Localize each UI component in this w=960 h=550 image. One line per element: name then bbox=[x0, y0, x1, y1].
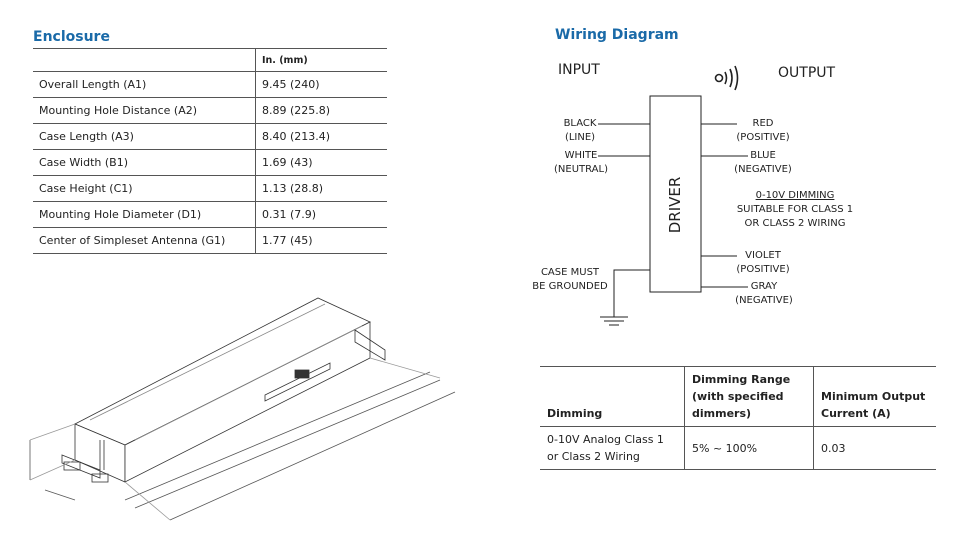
dimming-table: Dimming Dimming Range (with specified di… bbox=[540, 366, 936, 470]
enclosure-unit-header: In. (mm) bbox=[255, 48, 387, 72]
gray-sub-label: (NEGATIVE) bbox=[735, 295, 793, 306]
dimension-label: Mounting Hole Distance (A2) bbox=[33, 97, 256, 124]
dimension-value: 8.40 (213.4) bbox=[255, 123, 387, 150]
violet-wire-label: VIOLET (POSITIVE) bbox=[728, 249, 798, 277]
table-row: Overall Length (A1)9.45 (240) bbox=[33, 71, 387, 98]
blue-wire-label: BLUE (NEGATIVE) bbox=[728, 149, 798, 177]
dimension-value: 0.31 (7.9) bbox=[255, 201, 387, 228]
driver-label: DRIVER bbox=[666, 176, 684, 234]
violet-label: VIOLET bbox=[745, 250, 781, 261]
black-wire-label: BLACK (LINE) bbox=[550, 117, 610, 145]
dimension-label: Case Width (B1) bbox=[33, 149, 256, 176]
dimension-label: Center of Simpleset Antenna (G1) bbox=[33, 227, 256, 254]
ground-wire bbox=[613, 269, 650, 317]
dimension-label: Case Length (A3) bbox=[33, 123, 256, 150]
dimension-value: 1.13 (28.8) bbox=[255, 175, 387, 202]
blue-label: BLUE bbox=[750, 150, 776, 161]
positive-label: (POSITIVE) bbox=[736, 132, 790, 143]
dimension-value: 1.77 (45) bbox=[255, 227, 387, 254]
dimming-line-1: SUITABLE FOR CLASS 1 bbox=[736, 204, 854, 215]
table-row: Mounting Hole Distance (A2)8.89 (225.8) bbox=[33, 97, 387, 124]
white-wire-label: WHITE (NEUTRAL) bbox=[546, 149, 616, 177]
input-label: INPUT bbox=[558, 62, 600, 78]
ground-line-1: CASE MUST bbox=[540, 267, 600, 278]
output-label: OUTPUT bbox=[778, 65, 836, 81]
minimum-output-cell: 0.03 bbox=[813, 426, 936, 470]
table-row: Case Length (A3)8.40 (213.4) bbox=[33, 123, 387, 150]
line-label: (LINE) bbox=[564, 132, 596, 143]
red-wire-label: RED (POSITIVE) bbox=[728, 117, 798, 145]
dimension-label: Mounting Hole Diameter (D1) bbox=[33, 201, 256, 228]
dimension-value: 8.89 (225.8) bbox=[255, 97, 387, 124]
enclosure-header-blank bbox=[33, 48, 256, 72]
dimming-type-cell: 0-10V Analog Class 1 or Class 2 Wiring bbox=[540, 426, 685, 470]
red-label: RED bbox=[752, 118, 774, 129]
dimming-note: 0-10V DIMMING SUITABLE FOR CLASS 1 OR CL… bbox=[730, 189, 860, 231]
dimming-header-row: Dimming Dimming Range (with specified di… bbox=[540, 366, 936, 427]
dimension-value: 9.45 (240) bbox=[255, 71, 387, 98]
table-row: Case Width (B1)1.69 (43) bbox=[33, 149, 387, 176]
table-row: Center of Simpleset Antenna (G1)1.77 (45… bbox=[33, 227, 387, 254]
negative-label: (NEGATIVE) bbox=[734, 164, 792, 175]
gray-label: GRAY bbox=[750, 281, 778, 292]
dimming-header: Dimming bbox=[540, 366, 685, 427]
dimming-range-cell: 5% ~ 100% bbox=[684, 426, 814, 470]
enclosure-header-row: In. (mm) bbox=[33, 48, 387, 72]
wiring-diagram-heading: Wiring Diagram bbox=[555, 27, 679, 43]
table-row: Mounting Hole Diameter (D1)0.31 (7.9) bbox=[33, 201, 387, 228]
gray-wire-label: GRAY (NEGATIVE) bbox=[728, 280, 800, 308]
enclosure-heading: Enclosure bbox=[33, 29, 110, 45]
dimming-title: 0-10V DIMMING bbox=[755, 190, 835, 201]
table-row: Case Height (C1)1.13 (28.8) bbox=[33, 175, 387, 202]
dimming-range-header: Dimming Range (with specified dimmers) bbox=[684, 366, 814, 427]
black-label: BLACK bbox=[563, 118, 597, 129]
dimming-line-2: OR CLASS 2 WIRING bbox=[744, 218, 846, 229]
table-row: 0-10V Analog Class 1 or Class 2 Wiring 5… bbox=[540, 426, 936, 470]
dimension-value: 1.69 (43) bbox=[255, 149, 387, 176]
minimum-output-header: Minimum Output Current (A) bbox=[813, 366, 936, 427]
white-label: WHITE bbox=[564, 150, 598, 161]
enclosure-table: In. (mm) Overall Length (A1)9.45 (240) M… bbox=[33, 48, 387, 254]
violet-sub-label: (POSITIVE) bbox=[736, 264, 790, 275]
ground-line-2: BE GROUNDED bbox=[532, 281, 608, 292]
ground-note: CASE MUST BE GROUNDED bbox=[528, 266, 612, 294]
dimension-label: Overall Length (A1) bbox=[33, 71, 256, 98]
wireless-signal-icon bbox=[714, 65, 739, 91]
neutral-label: (NEUTRAL) bbox=[554, 164, 608, 175]
dimension-label: Case Height (C1) bbox=[33, 175, 256, 202]
